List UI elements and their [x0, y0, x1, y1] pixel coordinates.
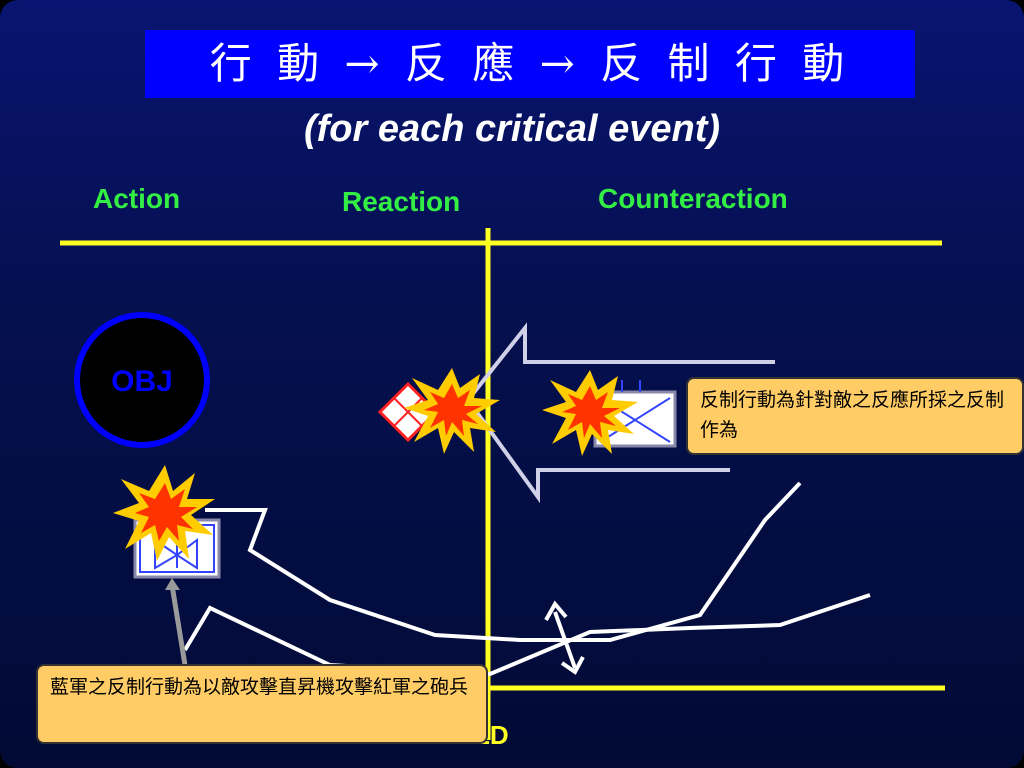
objective-label: OBJ — [111, 365, 173, 398]
column-label-action: Action — [93, 183, 181, 214]
objective-circle-icon — [74, 312, 210, 448]
callout-pointer-left — [169, 584, 188, 666]
callout-pointer-head — [165, 578, 180, 590]
route-line-lower — [183, 593, 871, 677]
explosion-icon — [542, 370, 638, 456]
route-line-upper — [205, 481, 802, 642]
explosion-icon — [113, 465, 215, 561]
explosion-icon — [404, 368, 500, 454]
column-label-reaction: Reaction — [342, 186, 461, 217]
distance-arrow-icon — [553, 611, 577, 669]
column-label-counteraction: Counteraction — [598, 183, 788, 214]
slide-title: 行 動 → 反 應 → 反 制 行 動 — [145, 30, 915, 98]
distance-arrow-head-top — [544, 600, 568, 621]
callout-blue-counteraction: 藍軍之反制行動為以敵攻擊直昇機攻擊紅軍之砲兵 — [36, 664, 488, 744]
slide-subtitle: (for each critical event) — [303, 108, 721, 150]
callout-counteraction-definition: 反制行動為針對敵之反應所採之反制作為 — [686, 377, 1024, 455]
distance-arrow-head-bottom — [560, 656, 585, 675]
